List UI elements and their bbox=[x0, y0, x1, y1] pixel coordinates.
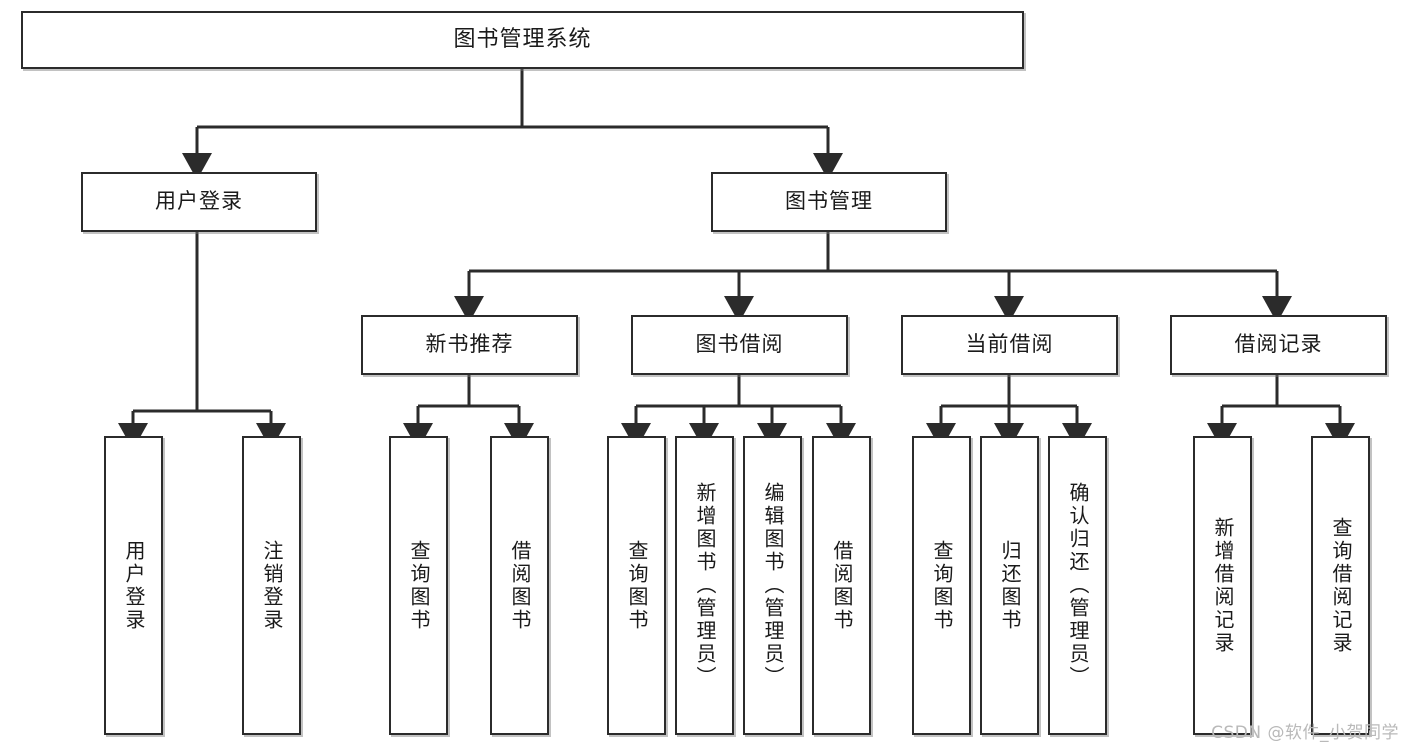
leaf-label: 查询图书 bbox=[407, 539, 431, 632]
leaf-label: 新增图书（管理员） bbox=[693, 482, 717, 689]
node-book-borrow[interactable]: 图书借阅 bbox=[631, 315, 848, 375]
node-borrow-record[interactable]: 借阅记录 bbox=[1170, 315, 1387, 375]
leaf-label: 借阅图书 bbox=[830, 539, 854, 632]
leaf-confirm-return-admin[interactable]: 确认归还（管理员） bbox=[1048, 436, 1107, 735]
leaf-label: 查询图书 bbox=[930, 539, 954, 632]
leaf-borrow-book-recommend[interactable]: 借阅图书 bbox=[490, 436, 549, 735]
leaf-label: 编辑图书（管理员） bbox=[761, 482, 785, 689]
leaf-add-borrow-record[interactable]: 新增借阅记录 bbox=[1193, 436, 1252, 735]
leaf-query-borrow-record[interactable]: 查询借阅记录 bbox=[1311, 436, 1370, 735]
leaf-edit-book-admin[interactable]: 编辑图书（管理员） bbox=[743, 436, 802, 735]
leaf-label: 注销登录 bbox=[260, 539, 284, 632]
leaf-return-book[interactable]: 归还图书 bbox=[980, 436, 1039, 735]
leaf-label: 借阅图书 bbox=[508, 539, 532, 632]
leaf-label: 确认归还（管理员） bbox=[1066, 482, 1090, 689]
leaf-label: 查询借阅记录 bbox=[1329, 516, 1353, 655]
node-book-management[interactable]: 图书管理 bbox=[711, 172, 947, 232]
leaf-query-book-recommend[interactable]: 查询图书 bbox=[389, 436, 448, 735]
node-new-book-recommend[interactable]: 新书推荐 bbox=[361, 315, 578, 375]
leaf-add-book-admin[interactable]: 新增图书（管理员） bbox=[675, 436, 734, 735]
leaf-user-login[interactable]: 用户登录 bbox=[104, 436, 163, 735]
leaf-label: 归还图书 bbox=[998, 539, 1022, 632]
leaf-label: 用户登录 bbox=[122, 539, 146, 632]
leaf-label: 新增借阅记录 bbox=[1211, 516, 1235, 655]
leaf-logout[interactable]: 注销登录 bbox=[242, 436, 301, 735]
leaf-label: 查询图书 bbox=[625, 539, 649, 632]
node-current-borrow[interactable]: 当前借阅 bbox=[901, 315, 1118, 375]
node-user-login[interactable]: 用户登录 bbox=[81, 172, 317, 232]
node-root-system[interactable]: 图书管理系统 bbox=[21, 11, 1024, 69]
leaf-borrow-book[interactable]: 借阅图书 bbox=[812, 436, 871, 735]
leaf-query-book-borrow[interactable]: 查询图书 bbox=[607, 436, 666, 735]
leaf-query-book-current[interactable]: 查询图书 bbox=[912, 436, 971, 735]
